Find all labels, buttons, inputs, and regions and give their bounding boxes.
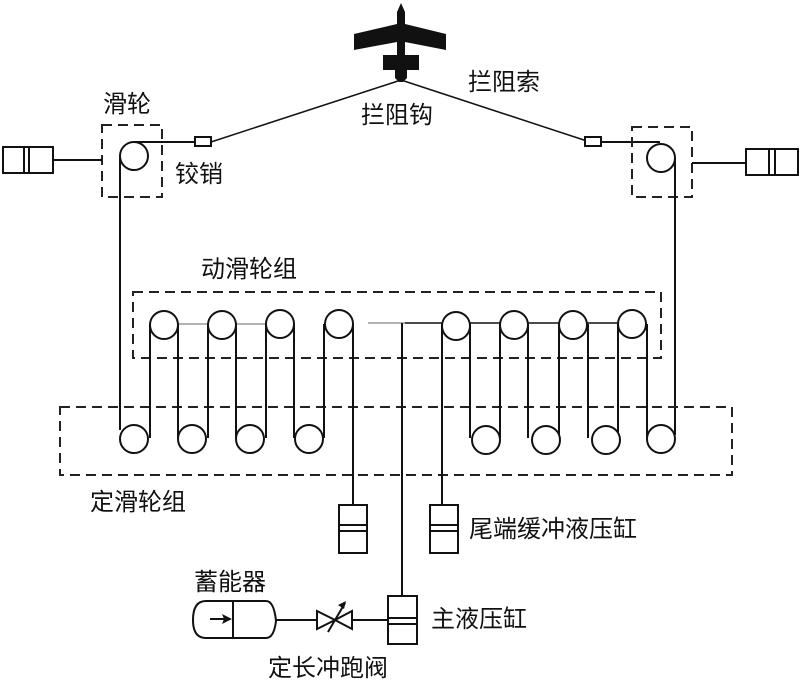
accumulator-icon [191, 600, 278, 639]
right-sheave-frame [631, 126, 693, 198]
label-accumulator: 蓄能器 [194, 568, 266, 596]
arresting-cable [134, 79, 660, 143]
moving-pulley [324, 309, 354, 339]
moving-pulley [207, 310, 237, 340]
valve-icon [316, 601, 353, 633]
label-hinge-pin: 铰销 [175, 160, 223, 188]
right-sheave [646, 143, 676, 173]
fixed-sheave-frame [59, 406, 733, 476]
label-moving-sheave-group: 动滑轮组 [201, 255, 297, 283]
moving-pulley [265, 309, 295, 339]
right-anchor-cylinder [745, 148, 799, 176]
moving-pulleys [149, 309, 647, 341]
label-end-buffer-cylinder: 尾端缓冲液压缸 [469, 515, 637, 543]
label-sheave: 滑轮 [103, 90, 151, 118]
right-reeving [441, 324, 648, 505]
label-arresting-hook: 拦阻钩 [361, 101, 433, 129]
moving-pulley [499, 310, 529, 340]
moving-sheave-frame [132, 291, 662, 359]
left-hinge-pin [194, 136, 212, 147]
moving-pulley [441, 311, 471, 341]
fixed-pulley [294, 424, 324, 454]
fixed-pulley [471, 425, 501, 455]
label-main-cylinder: 主液压缸 [431, 605, 527, 633]
fixed-pulley [235, 424, 265, 454]
label-fixed-sheave-group: 定滑轮组 [90, 488, 186, 516]
label-constant-runout-valve: 定长冲跑阀 [268, 654, 388, 682]
label-arresting-cable: 拦阻索 [468, 68, 540, 96]
fixed-pulley [646, 424, 676, 454]
fixed-pulley [531, 425, 561, 455]
end-buffer-cylinder-right [429, 504, 459, 554]
left-anchor-cylinder [2, 146, 54, 174]
moving-pulley [149, 310, 179, 340]
main-cylinder [387, 595, 418, 645]
moving-pulley [558, 310, 588, 340]
left-sheave [119, 141, 149, 171]
aircraft-icon [354, 3, 446, 82]
fixed-pulley [119, 424, 149, 454]
right-hinge-pin [584, 136, 602, 147]
moving-pulley [617, 309, 647, 339]
fixed-pulley [177, 424, 207, 454]
left-reeving [149, 324, 354, 505]
end-buffer-cylinder-left [338, 504, 368, 554]
fixed-pulleys [119, 424, 676, 455]
fixed-pulley [591, 425, 621, 455]
